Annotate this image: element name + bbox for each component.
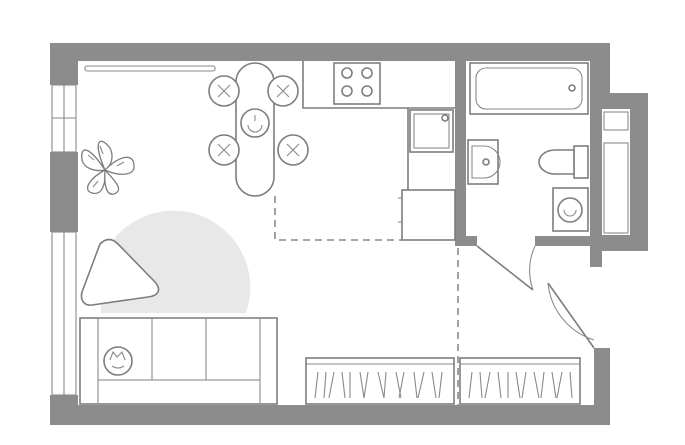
sink-icon	[409, 109, 454, 153]
window-icon	[603, 111, 629, 234]
kitchen-zone-boundary	[274, 196, 402, 241]
chair-icon	[208, 134, 240, 166]
window-icon	[51, 231, 77, 396]
window-icon	[51, 84, 77, 153]
wardrobe-icon	[305, 357, 455, 405]
bathtub-icon	[469, 62, 589, 115]
radiator	[84, 65, 216, 72]
sofa-icon	[79, 317, 278, 405]
kitchen-counter	[302, 61, 456, 241]
chair-icon	[277, 134, 309, 166]
armchair-icon	[80, 238, 160, 306]
washing-machine-icon	[552, 187, 589, 232]
wardrobe-icon	[459, 357, 581, 405]
door-icon	[476, 245, 536, 291]
cat-icon	[103, 346, 133, 376]
plant-icon	[81, 140, 135, 195]
sink-icon	[467, 139, 501, 185]
stove-icon	[333, 62, 381, 105]
toilet-icon	[538, 145, 589, 179]
walls	[50, 43, 648, 425]
chair-icon	[208, 75, 240, 107]
chair-icon	[267, 75, 299, 107]
door-icon	[547, 282, 595, 349]
dining-table-icon	[235, 62, 275, 197]
